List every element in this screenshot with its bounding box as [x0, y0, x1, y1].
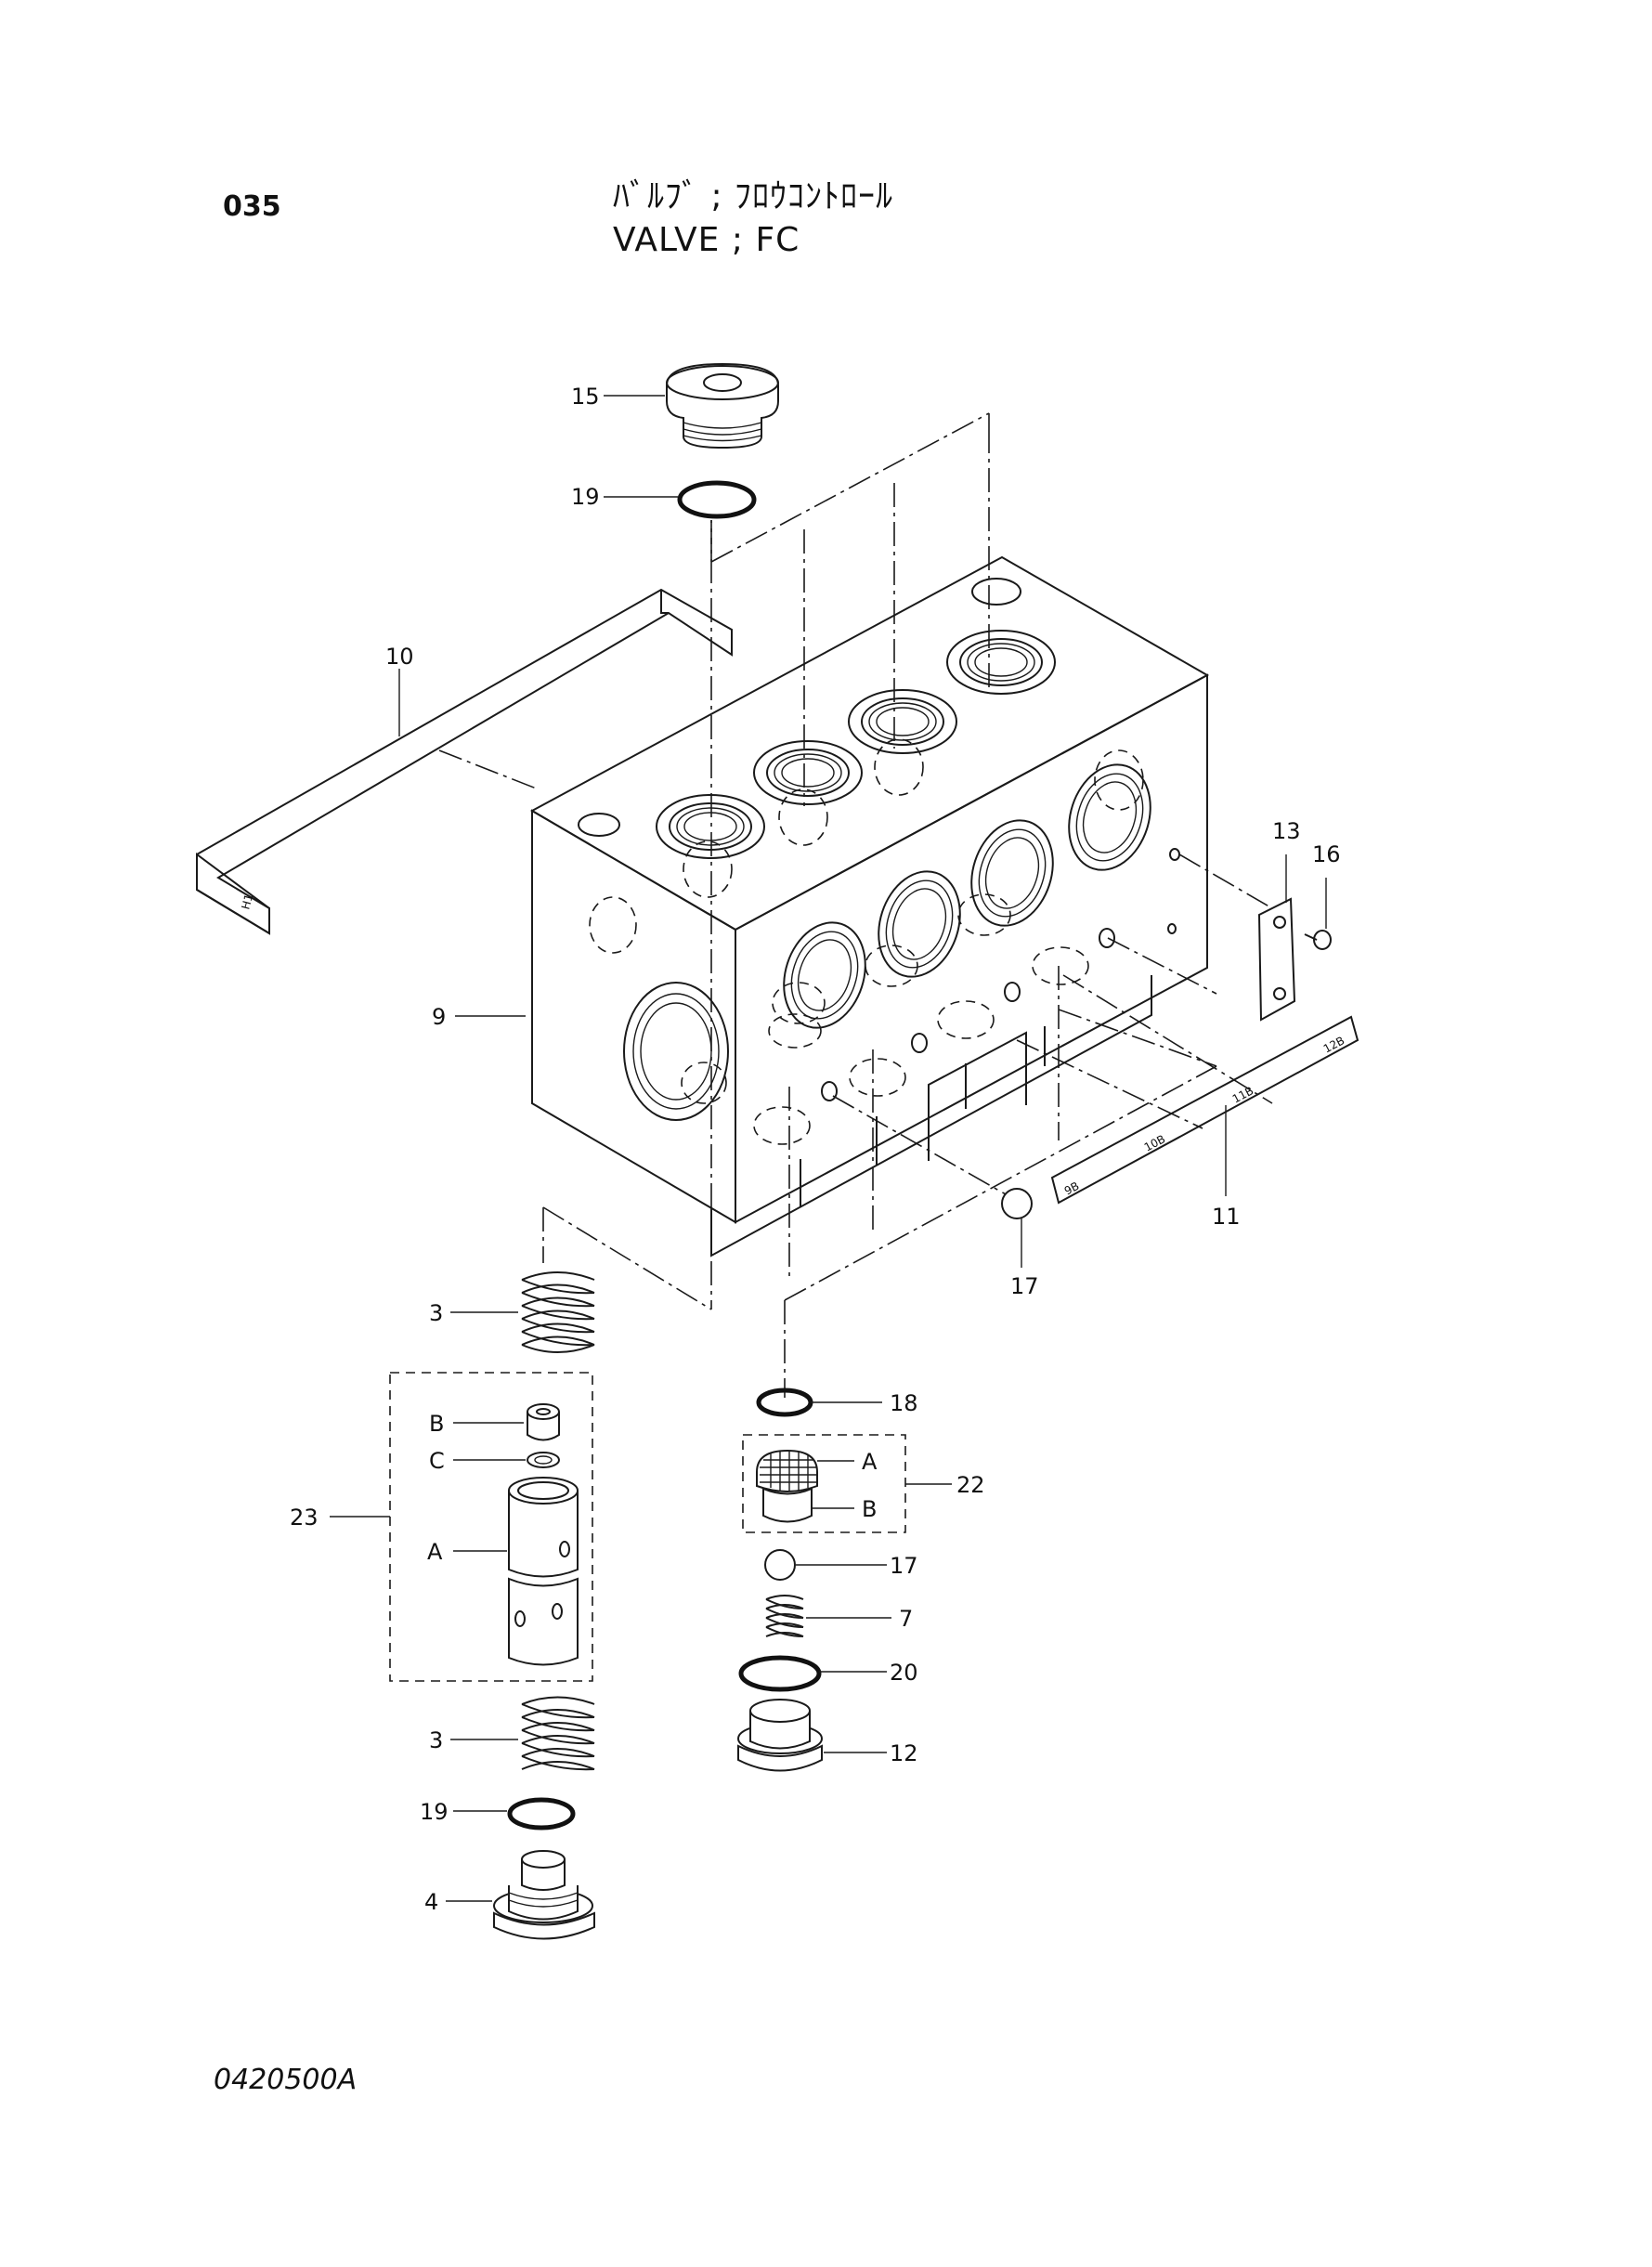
callout-4: 4 — [424, 1889, 438, 1915]
part-23b-cap — [527, 1403, 560, 1441]
page-number: 035 — [223, 190, 281, 223]
part-15-plug — [666, 362, 779, 449]
callout-3-upper: 3 — [429, 1300, 443, 1326]
callout-17-upper: 17 — [1010, 1273, 1039, 1299]
callout-15: 15 — [571, 384, 600, 410]
drawing-number: 0420500A — [214, 2064, 358, 2096]
part-23a-sleeve — [508, 1477, 579, 1666]
callout-22-a: A — [862, 1449, 878, 1475]
part-16-screw — [1304, 930, 1332, 950]
band-label-9b: 9B — [1062, 1179, 1082, 1198]
callout-23: 23 — [290, 1505, 319, 1531]
part-17-ball-upper — [1001, 1188, 1033, 1219]
callout-12: 12 — [890, 1740, 918, 1766]
centre-lines — [438, 412, 1273, 1398]
part-12-plug — [737, 1699, 823, 1772]
callout-23-b: B — [429, 1411, 444, 1437]
callout-18: 18 — [890, 1390, 918, 1416]
callout-9: 9 — [432, 1004, 446, 1030]
part-17-ball-lower — [764, 1549, 796, 1581]
part-7-spring — [765, 1595, 804, 1637]
title-japanese: ﾊﾞﾙﾌﾞ ; ﾌﾛｳｺﾝﾄﾛｰﾙ — [613, 177, 894, 215]
callout-10: 10 — [385, 644, 414, 670]
callout-7: 7 — [899, 1606, 913, 1632]
part-19-o-ring-lower — [507, 1797, 576, 1831]
callout-19-lower: 19 — [420, 1799, 449, 1825]
part-9-valve-body — [529, 555, 1210, 1257]
part-23-assembly-box — [389, 1372, 593, 1682]
callout-16: 16 — [1312, 841, 1341, 867]
part-4-plug — [493, 1850, 595, 1940]
callout-13: 13 — [1272, 818, 1301, 844]
part-23c-washer — [527, 1452, 560, 1468]
callout-19-top: 19 — [571, 484, 600, 510]
callout-22-b: B — [862, 1496, 877, 1522]
part-22b-body — [762, 1487, 813, 1523]
part-10-band: H1 — [196, 588, 733, 935]
callout-17-lower: 17 — [890, 1553, 918, 1579]
callout-20: 20 — [890, 1660, 918, 1686]
callout-3-lower: 3 — [429, 1727, 443, 1753]
callout-23-c: C — [429, 1448, 445, 1474]
part-3-spring-lower — [521, 1696, 595, 1771]
title-english: VALVE ; FC — [613, 221, 800, 259]
part-22a-strainer — [756, 1449, 818, 1492]
band-label-h1: H1 — [239, 892, 255, 911]
part-3-spring-upper — [521, 1271, 595, 1353]
part-19-o-ring-top — [677, 480, 757, 519]
callout-22: 22 — [956, 1472, 985, 1498]
part-20-o-ring — [738, 1655, 822, 1692]
part-13-plate — [1257, 897, 1296, 1022]
callout-23-a: A — [427, 1539, 443, 1565]
callout-11: 11 — [1212, 1204, 1241, 1230]
